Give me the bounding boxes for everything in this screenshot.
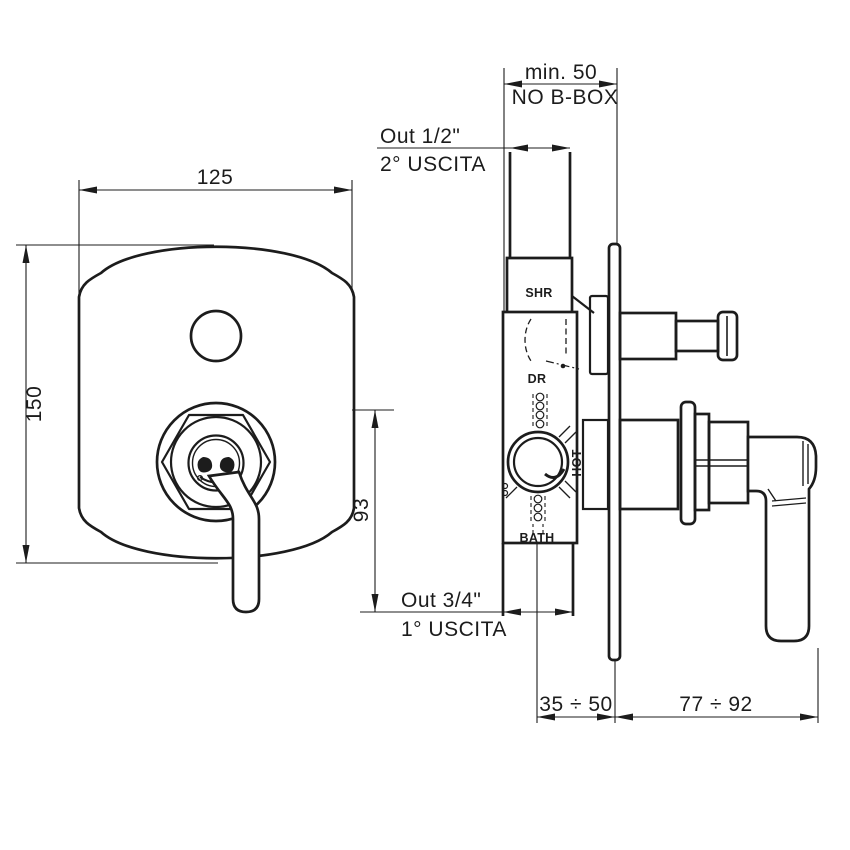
hub-inner-ring: [187, 434, 245, 492]
dim-no-bbox-label: NO B-BOX: [512, 86, 619, 109]
bath-channel-spring: [530, 494, 546, 536]
dim-width-label: 125: [197, 166, 234, 189]
port-label-bath: BATH: [520, 531, 555, 545]
port-label-hot: HOT: [570, 449, 584, 476]
lever-handle-side: [746, 435, 818, 643]
outlet-top-name: 2° USCITA: [380, 153, 486, 176]
dim-height-label: 150: [23, 386, 46, 423]
dim-bottom-ranges: 35 ÷ 50 77 ÷ 92: [536, 543, 819, 723]
hot-inlet-port: [501, 425, 577, 499]
outlet-top-size: Out 1/2": [380, 125, 460, 148]
port-label-shr: SHR: [525, 286, 552, 300]
dim-height-150: 150: [16, 244, 218, 564]
dim-outlet-bottom: Out 3/4" 1° USCITA: [360, 589, 573, 641]
lever-handle-front: [206, 470, 261, 614]
hidden-channel-lines: [524, 318, 580, 536]
dim-offset-93: 93: [350, 409, 394, 612]
outlet-bottom-size: Out 3/4": [401, 589, 481, 612]
diverter-button-side: [618, 310, 739, 362]
front-view: [77, 245, 356, 614]
hub-outer-ring: [155, 401, 277, 523]
front-plate-outline: [77, 245, 356, 560]
dim-width-125: 125: [78, 166, 353, 293]
valve-body: [501, 152, 610, 616]
mixer-cartridge-side: [618, 400, 818, 643]
diverter-rod-spring: [532, 392, 548, 429]
hub-hex-nut: [160, 413, 272, 511]
dim-outlet-top: Out 1/2" 2° USCITA: [377, 125, 570, 176]
dim-min-recess-label: min. 50: [525, 61, 597, 84]
outlet-bottom-name: 1° USCITA: [401, 618, 507, 641]
dim-min-recess: min. 50 NO B-BOX: [503, 61, 619, 312]
dim-wall-range-label: 35 ÷ 50: [539, 693, 612, 716]
port-label-dr: DR: [528, 372, 547, 386]
diverter-button-front: [189, 309, 243, 363]
dim-offset-label: 93: [350, 498, 373, 522]
wall-plate: [607, 242, 622, 662]
dim-protrusion-range-label: 77 ÷ 92: [679, 693, 752, 716]
side-view: SHR DR HOT BATH: [501, 152, 818, 662]
hub-mid-ring: [169, 415, 263, 509]
